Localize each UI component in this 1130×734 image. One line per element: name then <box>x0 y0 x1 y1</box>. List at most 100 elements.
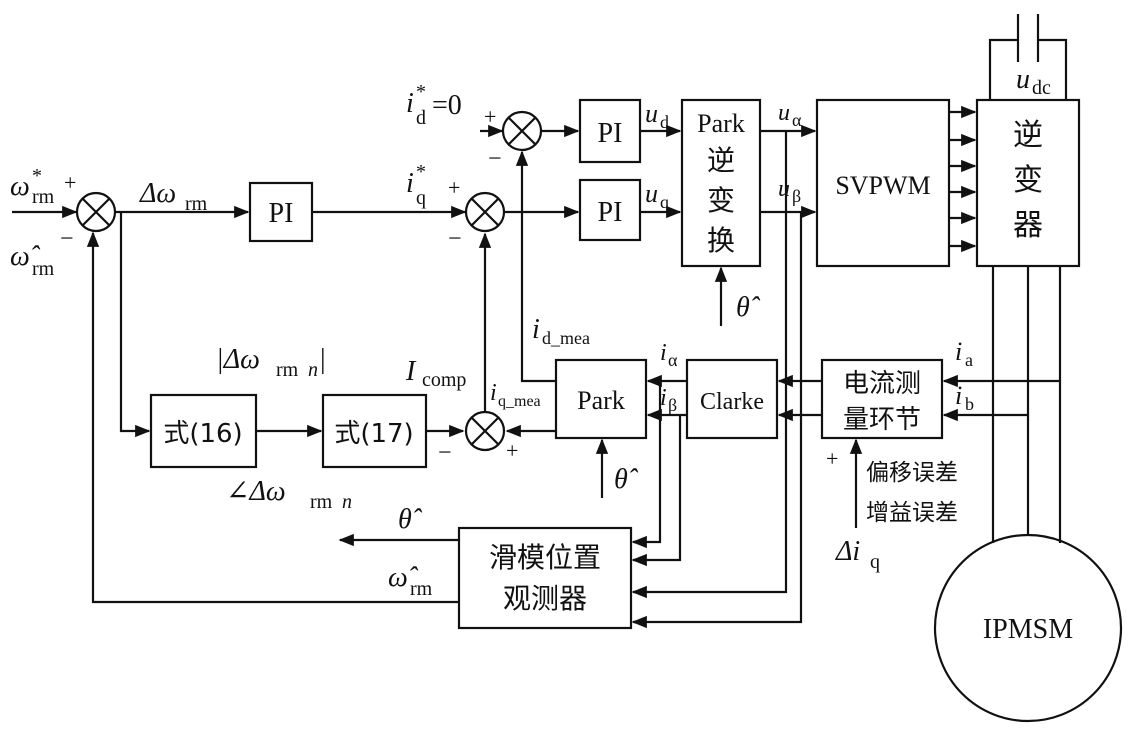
sign-comp-minus: − <box>438 440 452 466</box>
connections <box>12 14 1068 629</box>
svg-text:电流测: 电流测 <box>843 369 921 399</box>
svg-text:α: α <box>668 350 678 370</box>
svg-text:i: i <box>660 340 667 366</box>
svg-text:a: a <box>965 350 973 370</box>
label-theta-hat-park-inv: θ̂ <box>736 292 761 323</box>
motor-ipmsm: IPMSM <box>933 533 1123 723</box>
svg-text:u: u <box>645 179 658 208</box>
pi-speed-block: PI <box>248 181 314 243</box>
sign-speed-plus: + <box>64 170 76 195</box>
svg-text:∠Δω: ∠Δω <box>226 476 286 507</box>
label-icomp: I comp <box>405 356 466 391</box>
svg-text:|Δω: |Δω <box>216 344 260 375</box>
label-ib: i b <box>955 381 974 414</box>
svg-text:i: i <box>406 168 414 199</box>
svg-text:Park: Park <box>697 109 745 138</box>
svg-text:PI: PI <box>269 198 294 229</box>
eq16-block: 式(16) <box>149 393 258 469</box>
label-ibeta: i β <box>660 385 677 415</box>
label-delta-iq: Δi q <box>835 536 880 573</box>
svg-text:dc: dc <box>1032 77 1051 99</box>
label-offset-error: 偏移误差 <box>866 460 958 486</box>
svg-text:b: b <box>965 394 974 414</box>
svg-text:d: d <box>416 107 426 129</box>
svg-text:i: i <box>490 380 497 406</box>
label-iq-ref: i * q <box>406 161 426 209</box>
svg-text:d: d <box>660 112 669 132</box>
current-measurement-block: 电流测 量环节 <box>820 358 944 440</box>
label-ualpha: u α <box>778 100 802 130</box>
svg-text:观测器: 观测器 <box>503 582 587 615</box>
sign-q-plus: + <box>448 175 460 200</box>
label-ubeta: u β <box>778 176 801 206</box>
svg-text:θ̂: θ̂ <box>398 504 423 535</box>
svg-text:q: q <box>660 192 669 212</box>
label-ia: i a <box>955 337 973 370</box>
svg-text:β: β <box>792 186 801 206</box>
label-theta-hat-park: θ̂ <box>614 464 639 495</box>
sign-d-plus: + <box>484 104 496 129</box>
svg-text:变: 变 <box>707 184 735 217</box>
svg-text:*: * <box>416 161 426 183</box>
svg-text:i: i <box>955 337 962 366</box>
svg-text:Park: Park <box>577 386 625 415</box>
label-omega-ref: ω * rm <box>10 165 55 208</box>
svg-text:IPMSM: IPMSM <box>983 614 1073 645</box>
pi-q-block: PI <box>578 178 642 242</box>
svg-text:q: q <box>870 551 880 573</box>
park-inverse-block: Park 逆 变 换 <box>680 98 762 268</box>
sign-speed-minus: − <box>60 226 74 252</box>
svg-text:ω: ω <box>10 171 30 202</box>
svg-text:comp: comp <box>422 369 466 391</box>
svg-text:n: n <box>342 491 352 513</box>
svg-text:式(17): 式(17) <box>334 419 413 449</box>
svg-text:u: u <box>1016 64 1030 95</box>
sliding-mode-observer-block: 滑模位置 观测器 <box>457 526 633 630</box>
label-omega-hat-observer: ω̂ rm <box>388 562 433 600</box>
svg-text:Δi: Δi <box>835 536 860 567</box>
sum-comp <box>464 410 506 452</box>
svg-text:式(16): 式(16) <box>163 419 242 449</box>
clarke-block: Clarke <box>685 358 779 440</box>
sum-d <box>501 110 543 152</box>
svg-text:θ̂: θ̂ <box>736 292 761 323</box>
sign-comp-plus: + <box>506 438 518 463</box>
svg-text:PI: PI <box>598 118 623 149</box>
label-ialpha: i α <box>660 340 678 370</box>
label-uq: u q <box>645 179 669 212</box>
svg-text:I: I <box>405 356 417 387</box>
svg-text:逆: 逆 <box>707 144 735 177</box>
label-id-ref: i * d =0 <box>406 81 462 129</box>
svg-text:器: 器 <box>1013 208 1043 243</box>
svg-text:变: 变 <box>1013 163 1043 198</box>
svg-text:量环节: 量环节 <box>843 405 921 435</box>
svg-text:*: * <box>32 165 42 187</box>
svg-text:i: i <box>406 88 414 119</box>
label-theta-hat-observer: θ̂ <box>398 504 423 535</box>
sign-d-minus: − <box>488 146 502 172</box>
pi-d-block: PI <box>578 98 642 164</box>
svg-text:rm: rm <box>32 258 55 280</box>
svg-text:*: * <box>416 81 426 103</box>
label-iq-mea: i q_mea <box>490 380 541 410</box>
svg-text:d_mea: d_mea <box>542 328 590 348</box>
svg-text:rm: rm <box>276 359 299 381</box>
label-omega-hat-feedback: ω̂ rm <box>10 241 55 280</box>
svpwm-block: SVPWM <box>815 98 951 268</box>
svg-text:β: β <box>668 395 677 415</box>
svg-text:q: q <box>416 187 426 209</box>
label-delta-magnitude: |Δω rm n | <box>216 344 326 381</box>
label-udc: u dc <box>1016 64 1051 99</box>
svg-text:u: u <box>778 100 790 126</box>
svg-text:换: 换 <box>707 224 735 257</box>
svg-text:=0: =0 <box>432 90 462 121</box>
label-ud: u d <box>645 99 669 132</box>
svg-text:q_mea: q_mea <box>498 393 541 410</box>
sign-error-plus: + <box>826 446 838 471</box>
svg-text:rm: rm <box>310 491 333 513</box>
svg-text:i: i <box>532 314 540 345</box>
svg-text:rm: rm <box>410 578 433 600</box>
svg-text:|: | <box>320 344 326 375</box>
label-delta-omega: Δω rm <box>139 178 208 215</box>
